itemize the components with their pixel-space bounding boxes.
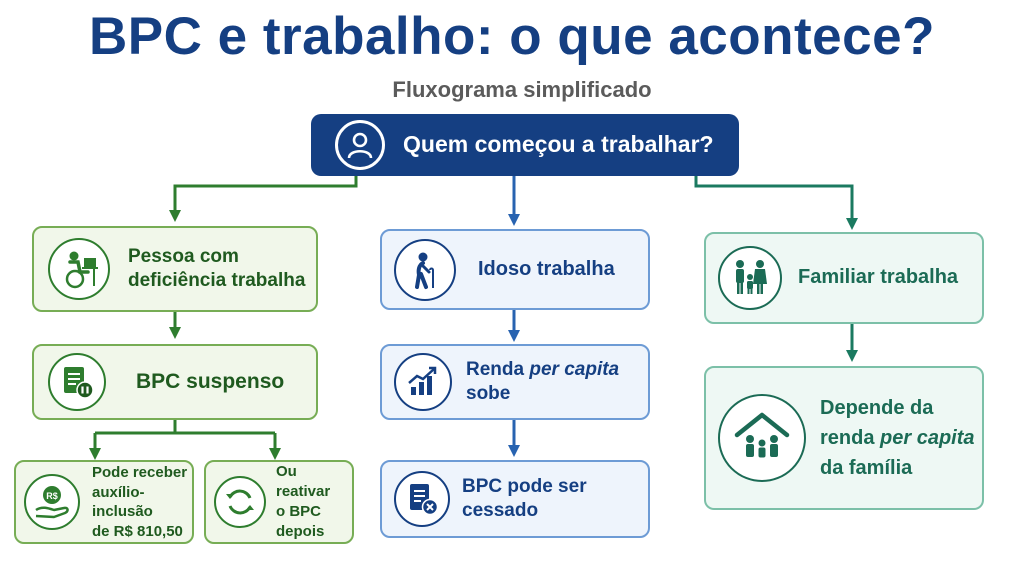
deficiencia-start-line2: deficiência trabalha: [128, 270, 306, 291]
reativar-line1: Ou reativar: [276, 462, 331, 500]
renda-post: sobe: [466, 383, 511, 404]
reativar-bpc-box: Ou reativar o BPC depois: [204, 460, 354, 544]
family-icon: [718, 246, 782, 310]
deficiencia-start-line1: Pessoa com: [128, 245, 239, 267]
elderly-person-icon: [394, 238, 456, 301]
bpc-cessado-label: BPC pode ser cessado: [462, 475, 587, 521]
auxilio-inclusao-box: R$ Pode receber auxílio-inclusão de R$ 8…: [14, 460, 194, 544]
auxilio-line3: de R$ 810,50: [92, 522, 183, 540]
depende-line1: Depende da: [820, 397, 934, 419]
renda-sobe-box: Renda per capita sobe: [380, 344, 650, 420]
diagram-title: BPC e trabalho: o que acontece?: [89, 7, 935, 66]
bpc-suspenso-label: BPC suspenso: [136, 369, 285, 393]
renda-pre: Renda: [466, 358, 530, 380]
auxilio-line1: Pode receber: [92, 464, 188, 481]
depende-line2: renda per capita: [820, 423, 975, 453]
person-icon: [335, 120, 385, 170]
idoso-start-box: Idoso trabalha: [380, 229, 650, 310]
bpc-cessado-box: BPC pode ser cessado: [380, 460, 650, 538]
renda-sobe-label: Renda per capita sobe: [466, 358, 648, 407]
depende-line3: da família: [820, 457, 913, 479]
document-pause-icon: [48, 353, 106, 411]
connector-root-deficiencia: [169, 176, 358, 222]
reativar-line2: o BPC depois: [276, 503, 325, 541]
refresh-icon: [214, 476, 266, 528]
root-question-label: Quem começou a trabalhar?: [403, 131, 714, 158]
document-cancel-icon: [394, 471, 450, 527]
auxilio-line2: auxílio-inclusão: [92, 483, 153, 521]
depende-line2-em: per capita: [880, 427, 975, 449]
growth-chart-icon: [394, 353, 452, 411]
connector-root-familiar: [694, 176, 858, 230]
bpc-suspenso-box: BPC suspenso: [32, 344, 318, 420]
root-question-box: Quem começou a trabalhar?: [311, 114, 739, 176]
connector-suspenso-options: [93, 420, 277, 452]
hand-money-icon: R$: [24, 474, 80, 530]
idoso-start-label: Idoso trabalha: [478, 257, 615, 280]
wheelchair-worker-icon: [48, 238, 110, 300]
renda-em: per capita: [529, 358, 620, 380]
familiar-start-label: Familiar trabalha: [798, 266, 959, 289]
diagram-subtitle: Fluxograma simplificado: [392, 77, 652, 102]
money-symbol: R$: [46, 491, 58, 501]
familiar-start-box: Familiar trabalha: [704, 232, 984, 324]
deficiencia-start-box: Pessoa com deficiência trabalha: [32, 226, 318, 312]
family-house-icon: [718, 394, 806, 482]
depende-renda-box: Depende da renda per capita da família: [704, 366, 984, 510]
depende-line2-pre: renda: [820, 427, 881, 449]
